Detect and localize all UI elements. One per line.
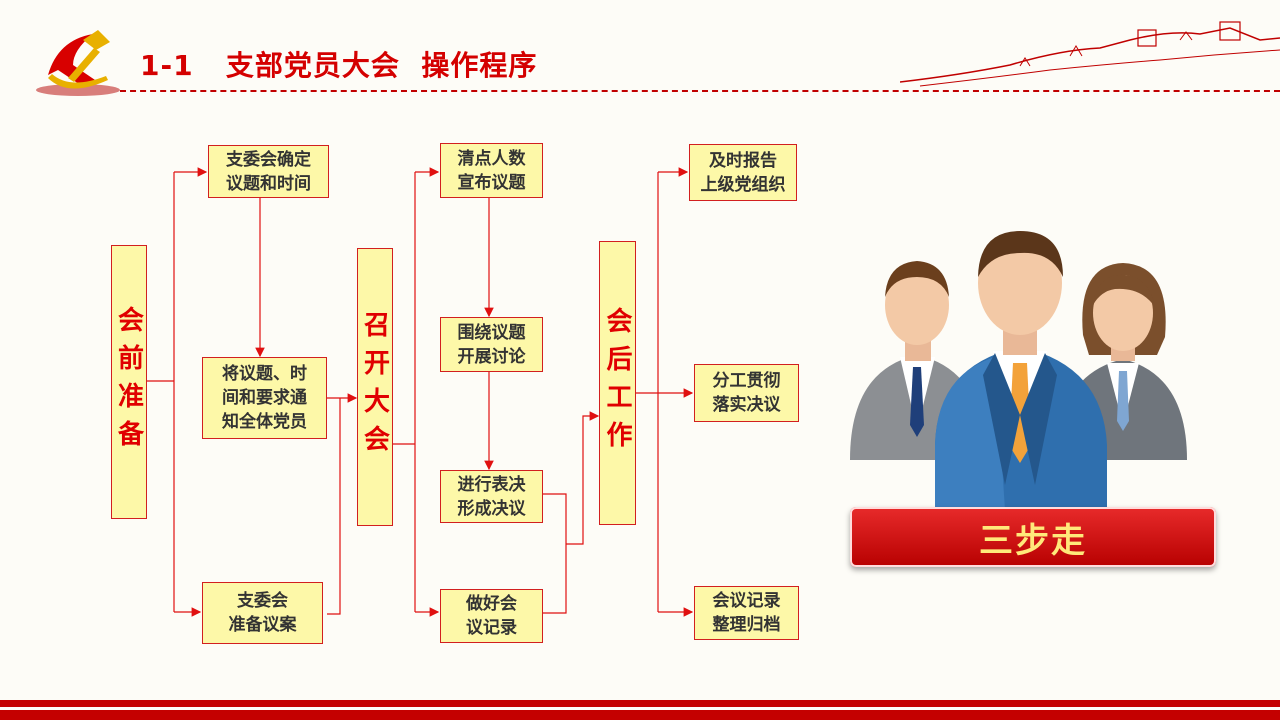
header-divider [120,90,1280,92]
step-roll-call: 清点人数 宣布议题 [440,143,543,198]
great-wall-decoration [900,21,1280,87]
step-notify-members: 将议题、时 间和要求通 知全体党员 [202,357,327,439]
page-title: 1-1 支部党员大会 操作程序 [140,49,538,82]
step-set-agenda: 支委会确定 议题和时间 [208,145,329,198]
footer-bar-top [0,700,1280,707]
step-vote: 进行表决 形成决议 [440,470,543,523]
stage-after-meeting: 会后工作 [599,241,636,525]
three-steps-banner: 三步走 [850,507,1216,567]
team-people-illustration [850,231,1187,510]
step-discussion: 围绕议题 开展讨论 [440,317,543,372]
person-center [935,231,1107,510]
stage-hold-meeting: 召开大会 [357,248,393,526]
step-report-upward: 及时报告 上级党组织 [689,144,797,201]
step-minutes: 做好会 议记录 [440,589,543,643]
person-left [850,261,985,460]
step-archive: 会议记录 整理归档 [694,586,799,640]
footer-bar-bottom [0,710,1280,720]
step-prepare-motion: 支委会 准备议案 [202,582,323,644]
stage-before-meeting: 会前准备 [111,245,147,519]
step-implement: 分工贯彻 落实决议 [694,364,799,422]
party-emblem-icon [36,30,120,96]
